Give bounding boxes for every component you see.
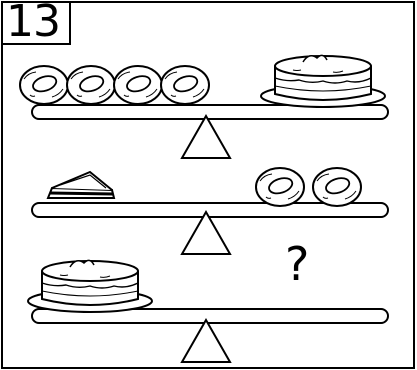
scale-2	[32, 168, 388, 254]
scale-3	[28, 260, 388, 362]
scale-1	[20, 55, 388, 158]
donut-4	[161, 66, 209, 104]
question-mark: ?	[285, 237, 309, 291]
cake-1	[261, 55, 385, 107]
donut-6	[313, 168, 361, 206]
donut-2	[67, 66, 115, 104]
donut-1	[20, 66, 68, 104]
sandwich-1	[48, 172, 114, 198]
donut-5	[256, 168, 304, 206]
fulcrum-1	[182, 116, 230, 158]
puzzle-number: 13	[6, 0, 60, 47]
cake-2	[28, 260, 152, 312]
fulcrum-2	[182, 212, 230, 254]
donut-3	[114, 66, 162, 104]
fulcrum-3	[182, 320, 230, 362]
